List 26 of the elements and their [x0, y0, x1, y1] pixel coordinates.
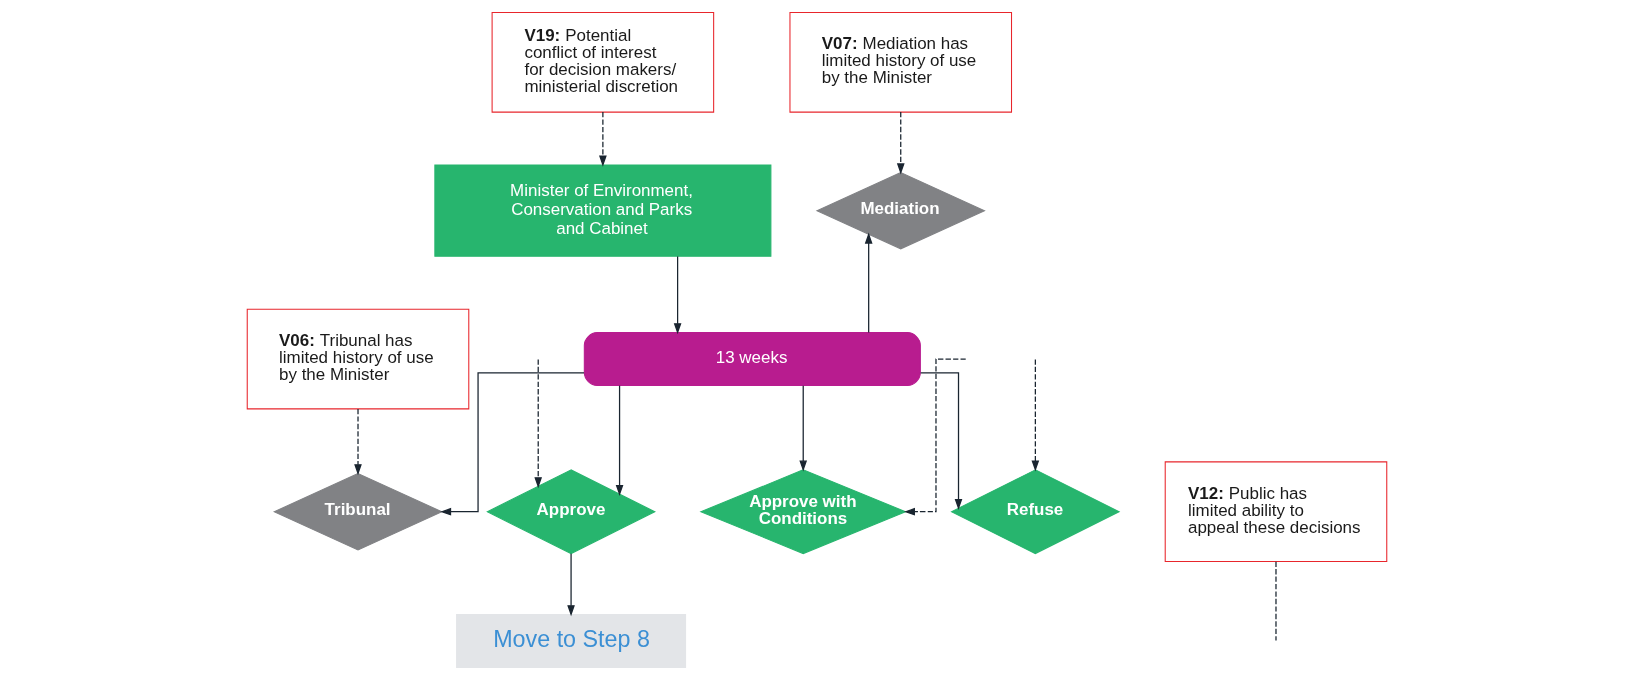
arrow [566, 553, 575, 617]
node-box: V19: Potential conflict of interest for decision makers/ ministerial discretion [491, 11, 714, 113]
node-diamond: Mediation [815, 171, 986, 250]
node-diamond: Approve with Conditions [699, 469, 907, 555]
node-box: Move to Step 8 [455, 614, 686, 669]
arrow [896, 111, 905, 175]
arrow [864, 232, 873, 334]
arrow [1031, 358, 1039, 472]
node-box: V07: Mediation has limited history of use by the Minister [788, 11, 1012, 113]
arrow [673, 255, 681, 335]
arrow [439, 372, 585, 516]
arrow [353, 408, 362, 476]
arrow [919, 372, 962, 510]
arrow [615, 385, 623, 496]
arrow [798, 385, 807, 472]
arrow [598, 111, 607, 167]
node-box: 13 weeks [583, 332, 921, 387]
node-diamond: Approve [485, 469, 656, 555]
node-diamond: Tribunal [272, 472, 443, 551]
node-box: Minister of Environment, Conservation and Parks and Cabinet [433, 164, 771, 257]
arrow [533, 358, 542, 489]
node-box: V06: Tribunal has limited history of use by the Minister [246, 308, 469, 410]
node-box: V12: Public has limited ability to appeal these decisions [1164, 461, 1387, 563]
arrow [903, 358, 966, 516]
connector [1274, 561, 1277, 642]
node-diamond: Refuse [949, 469, 1120, 555]
